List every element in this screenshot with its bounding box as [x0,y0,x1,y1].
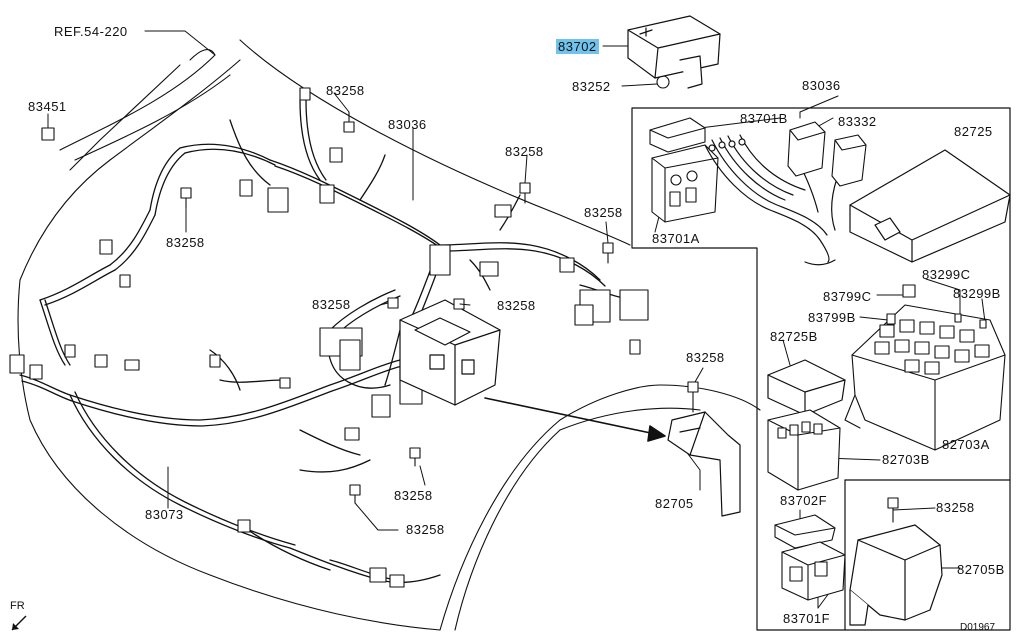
part-label-82725B[interactable]: 82725B [770,329,818,344]
harness-83073 [19,143,441,584]
bracket-82705B [849,524,943,626]
part-label-83258-center-right[interactable]: 83258 [497,298,536,313]
part-label-83451[interactable]: 83451 [28,99,67,114]
direction-arrow [484,397,666,442]
part-label-83258-box[interactable]: 83258 [936,500,975,515]
part-label-83701A[interactable]: 83701A [652,231,700,246]
connector-83332 [787,121,867,187]
part-label-83332[interactable]: 83332 [838,114,877,129]
part-label-83036-center[interactable]: 83036 [388,117,427,132]
part-label-83799B[interactable]: 83799B [808,310,856,325]
part-label-83258-right[interactable]: 83258 [584,205,623,220]
front-arrow-icon [11,615,27,631]
harness-connectors [9,87,649,588]
part-label-83299B[interactable]: 83299B [953,286,1001,301]
orientation-label: FR [10,600,25,612]
part-label-83258-lower[interactable]: 83258 [394,488,433,503]
part-label-83702[interactable]: 83702 [556,39,599,54]
cover-82725B [767,359,846,416]
leader-lines [47,30,986,609]
part-label-82703B[interactable]: 82703B [882,452,930,467]
part-label-82705B[interactable]: 82705B [957,562,1005,577]
fuse-holder-83701F [781,541,846,601]
battery-cable-bundle [704,134,841,266]
relay-box-82703A [844,304,1006,451]
part-label-83258-bracket[interactable]: 83258 [686,350,725,365]
diagram-code: D01967 [960,622,996,633]
part-label-83258-mid[interactable]: 83258 [505,144,544,159]
bracket-82705 [667,411,741,517]
cover-83702F [774,514,836,549]
part-label-82705[interactable]: 82705 [655,496,694,511]
part-label-83701B[interactable]: 83701B [740,111,788,126]
cover-82725 [849,149,1011,263]
part-label-83799C[interactable]: 83799C [823,289,872,304]
fusible-link-83701 [649,117,719,223]
part-label-83252[interactable]: 83252 [572,79,611,94]
part-label-83036-right[interactable]: 83036 [802,78,841,93]
part-label-83258-top[interactable]: 83258 [326,83,365,98]
part-label-83701F[interactable]: 83701F [783,611,831,626]
part-label-83299C[interactable]: 83299C [922,267,971,282]
part-label-83258-left[interactable]: 83258 [166,235,205,250]
small-fuses [886,284,987,329]
part-label-83073[interactable]: 83073 [145,507,184,522]
fuse-box-82703B [767,409,841,491]
part-label-82703A[interactable]: 82703A [942,437,990,452]
part-label-83702F[interactable]: 83702F [780,493,828,508]
central-junction-box [399,299,501,406]
part-label-83258-bottom[interactable]: 83258 [406,522,445,537]
ref-label: REF.54-220 [54,24,128,39]
part-label-82725[interactable]: 82725 [954,124,993,139]
battery-cover-83702 [627,15,721,89]
part-label-83258-center-left[interactable]: 83258 [312,297,351,312]
